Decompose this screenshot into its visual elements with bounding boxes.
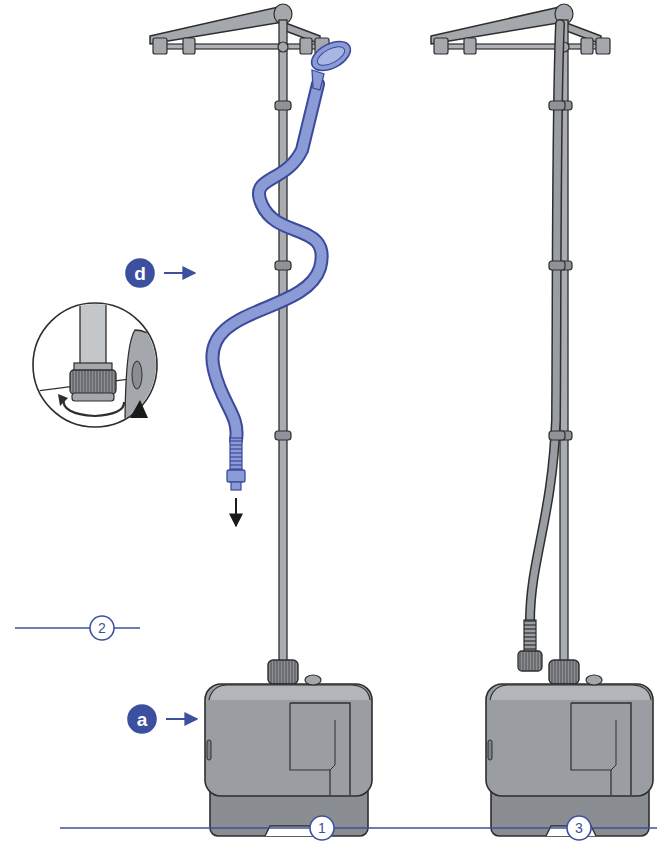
callout-number: 1 <box>309 815 335 841</box>
callout-text: a <box>137 710 148 729</box>
callout-number: 2 <box>89 615 115 641</box>
callout-text: 1 <box>318 821 326 835</box>
callout-text: 2 <box>98 621 106 635</box>
callout-number: 3 <box>566 815 592 841</box>
callout-circle-outline <box>128 705 156 733</box>
callout-text: 3 <box>575 821 583 835</box>
callout-circle-outline <box>126 259 154 287</box>
callout-circle-outline <box>310 816 334 840</box>
callout-circle-outline <box>567 816 591 840</box>
callout-letter: a <box>127 704 157 734</box>
callout-circle-outline <box>90 616 114 640</box>
callout-letter: d <box>125 258 155 288</box>
callout-text: d <box>134 264 146 283</box>
